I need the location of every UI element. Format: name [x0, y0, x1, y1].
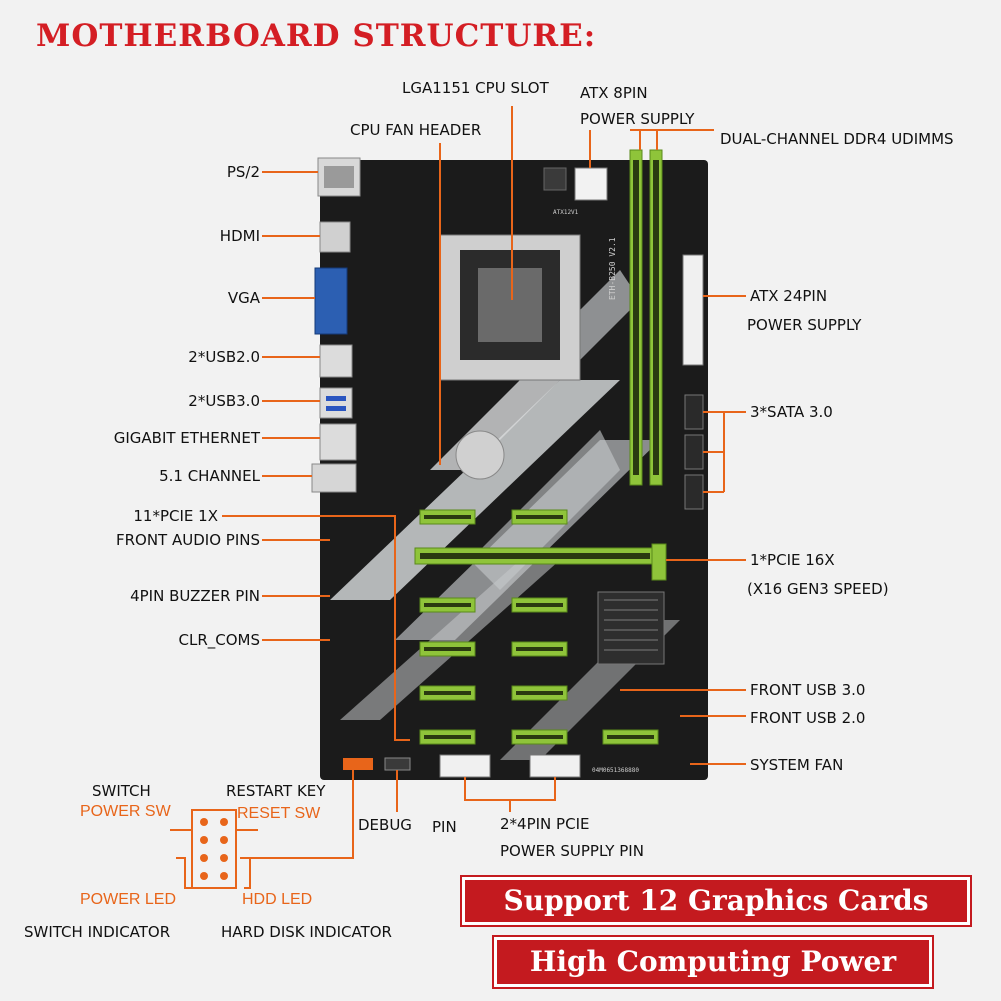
label-restart-key: RESTART KEY	[226, 782, 326, 800]
label-front-audio: FRONT AUDIO PINS	[115, 531, 260, 549]
banner-computing-power: High Computing Power	[492, 935, 934, 989]
cpu-socket	[439, 234, 581, 381]
label-power-sw: POWER SW	[80, 803, 171, 820]
callout-lines	[222, 106, 746, 859]
label-cpu-slot: LGA1151 CPU SLOT	[402, 79, 549, 97]
label-reset-sw: RESET SW	[237, 805, 321, 822]
pcie-power-connector-2	[529, 754, 581, 778]
label-pcie-power-line1: 2*4PIN PCIE	[500, 815, 590, 833]
atx8-connector	[574, 167, 608, 201]
label-pcie16-line1: 1*PCIE 16X	[750, 551, 835, 569]
label-ps2: PS/2	[226, 163, 260, 181]
hdmi-port	[319, 221, 351, 253]
label-atx8-line1: ATX 8PIN	[580, 84, 648, 102]
front-panel-pin-diagram	[170, 809, 258, 889]
label-switch: SWITCH	[92, 782, 151, 800]
ethernet-port	[319, 423, 357, 461]
usb20-port	[319, 344, 353, 378]
front-panel-header	[343, 758, 373, 770]
debug-header	[384, 757, 411, 771]
vga-port	[314, 267, 348, 335]
label-switch-indicator: SWITCH INDICATOR	[24, 923, 171, 941]
label-usb30: 2*USB3.0	[188, 392, 260, 410]
pcie-power-connector-1	[439, 754, 491, 778]
label-debug-b: PIN	[432, 818, 457, 836]
label-usb20: 2*USB2.0	[188, 348, 260, 366]
ddr4-slots	[629, 149, 663, 486]
battery	[455, 430, 505, 480]
atx24-connector	[682, 254, 704, 366]
label-cpu-fan: CPU FAN HEADER	[350, 121, 482, 139]
label-power-led: POWER LED	[80, 891, 177, 908]
usb30-port	[319, 387, 353, 419]
label-debug-a: DEBUG	[358, 816, 412, 834]
label-front-usb3: FRONT USB 3.0	[750, 681, 866, 699]
page-title: MOTHERBOARD STRUCTURE:	[36, 18, 597, 54]
label-ddr4: DUAL-CHANNEL DDR4 UDIMMS	[720, 130, 954, 148]
pcie1x-slots	[419, 509, 659, 745]
label-sata: 3*SATA 3.0	[750, 403, 833, 421]
chipset-heatsink	[597, 591, 665, 665]
silk-atx12v: ATX12V1	[553, 209, 579, 216]
audio-port	[311, 463, 357, 493]
pcie16-slot	[414, 543, 667, 581]
label-atx8-line2: POWER SUPPLY	[580, 110, 695, 128]
label-hdd-indicator: HARD DISK INDICATOR	[221, 923, 392, 941]
label-pcie1x: 11*PCIE 1X	[133, 507, 218, 525]
label-vga: VGA	[227, 289, 260, 307]
label-atx24-line2: POWER SUPPLY	[747, 316, 862, 334]
label-buzzer: 4PIN BUZZER PIN	[130, 587, 260, 605]
label-system-fan: SYSTEM FAN	[750, 756, 844, 774]
label-atx24-line1: ATX 24PIN	[750, 287, 828, 305]
label-hdmi: HDMI	[219, 227, 260, 245]
label-audio51: 5.1 CHANNEL	[159, 467, 260, 485]
banner-graphics-cards: Support 12 Graphics Cards	[460, 875, 972, 927]
label-ethernet: GIGABIT ETHERNET	[113, 429, 260, 447]
label-pcie16-line2: (X16 GEN3 SPEED)	[747, 580, 889, 598]
label-clr: CLR_COMS	[178, 631, 261, 649]
sata-ports	[684, 394, 704, 510]
silk-serial: 04M0651368880	[592, 767, 639, 774]
rear-io	[311, 157, 361, 493]
label-front-usb2: FRONT USB 2.0	[750, 709, 866, 727]
label-pcie-power-line2: POWER SUPPLY PIN	[500, 842, 644, 860]
label-hdd-led: HDD LED	[242, 891, 313, 908]
silk-model: ETH-B250 V2.1	[608, 237, 617, 300]
